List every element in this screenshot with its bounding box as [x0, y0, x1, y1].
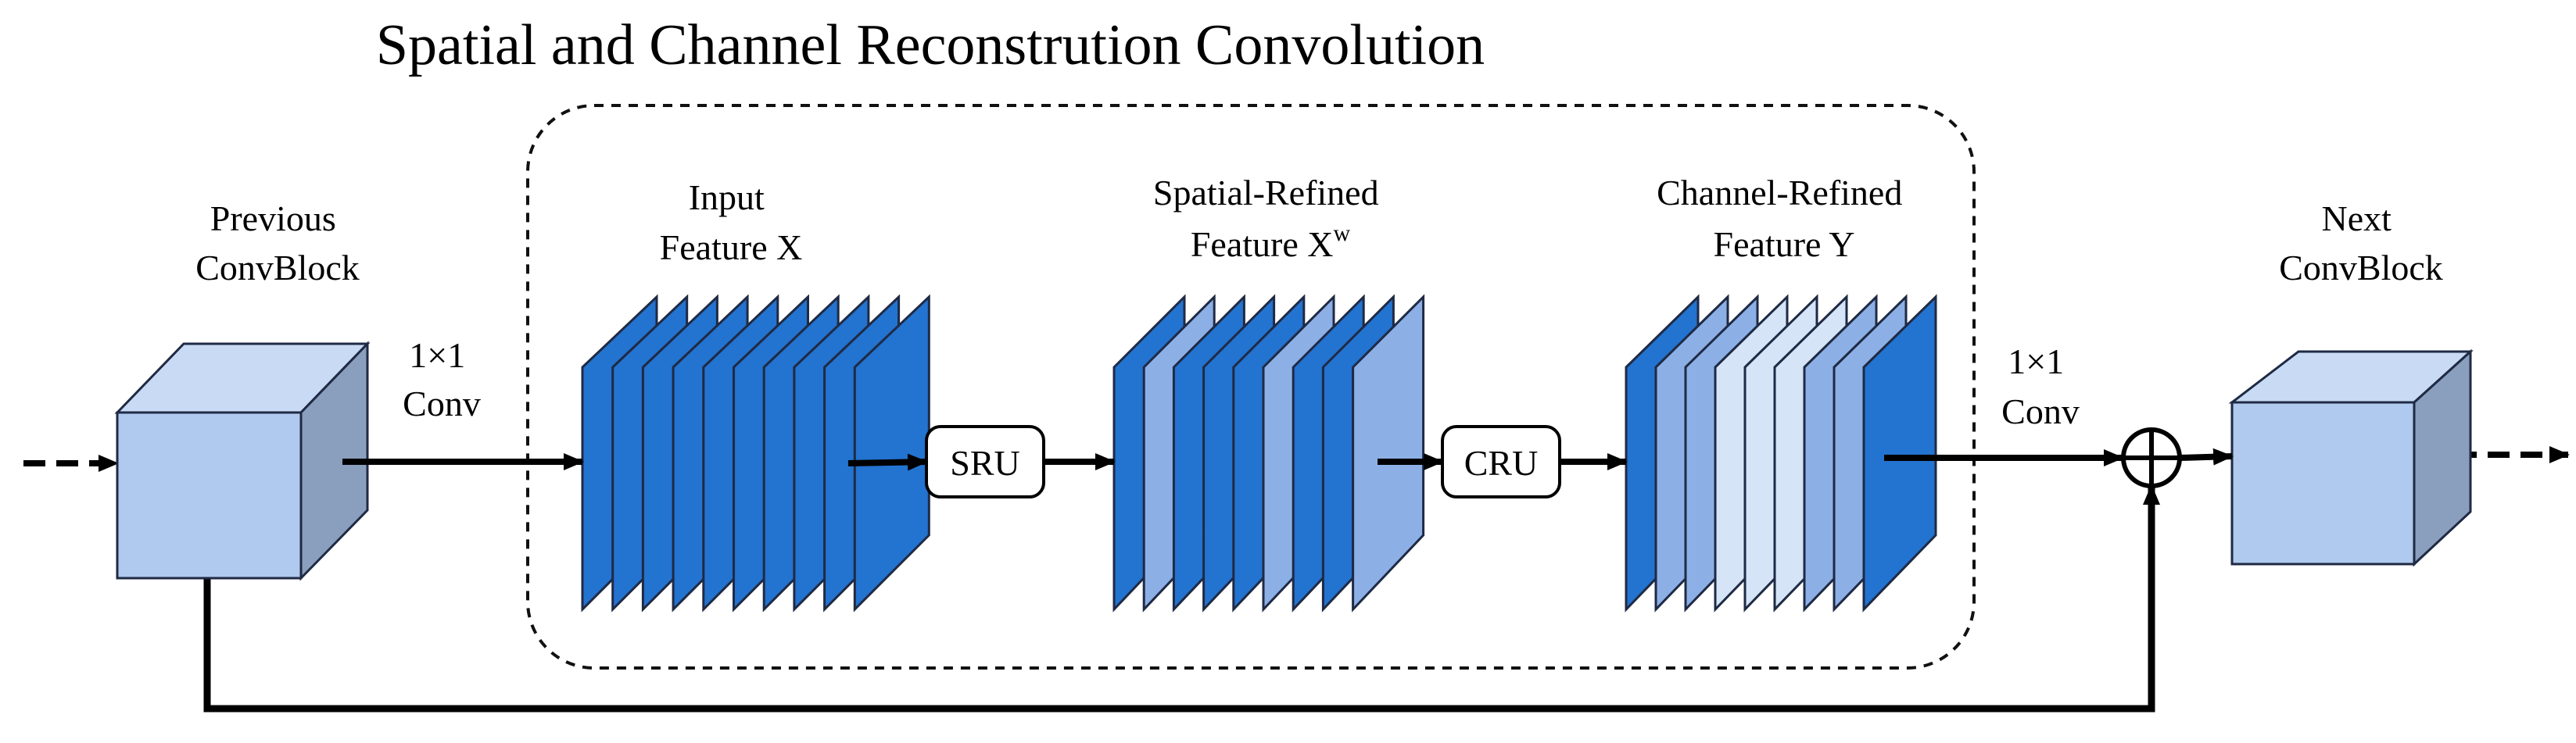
spatial-refined-feature-stack: [1112, 294, 1425, 613]
previous-convblock-label: Previous ConvBlock: [195, 198, 360, 288]
conv-out-label: 1×1 Conv: [2001, 341, 2080, 431]
channel-label-line2: Feature Y: [1714, 224, 1855, 264]
add-to-next-arrow: [2179, 448, 2234, 466]
input-label-line2: Feature X: [660, 227, 803, 267]
next-convblock-cube: [2228, 348, 2474, 567]
channel-refined-label: Channel-Refined Feature Y: [1657, 173, 1911, 264]
sru-label: SRU: [950, 443, 1019, 483]
spatial-label-line1: Spatial-Refined: [1153, 173, 1379, 213]
spatial-label-line2: Feature Xw: [1191, 220, 1351, 264]
input-feature-label: Input Feature X: [660, 177, 803, 267]
next-convblock-label: Next ConvBlock: [2279, 198, 2443, 288]
cru-box: [1441, 425, 1561, 498]
diagram-title: Spatial and Channel Reconstrution Convol…: [376, 13, 1485, 77]
feature-map-sheet: [1862, 294, 1937, 613]
conv-in-line2: Conv: [403, 384, 481, 423]
channel-label-line1: Channel-Refined: [1657, 173, 1902, 213]
previous-convblock-cube: [114, 341, 371, 581]
input-feature-stack: [581, 294, 930, 613]
elementwise-add-icon: [2121, 427, 2182, 488]
cube-front-face: [116, 411, 303, 580]
conv-in-line1: 1×1: [409, 335, 465, 375]
channel-refined-feature-stack: [1625, 294, 1937, 613]
spatial-refined-label: Spatial-Refined Feature Xw: [1153, 173, 1388, 264]
conv-in-label: 1×1 Conv: [403, 335, 481, 423]
next-label-line2: ConvBlock: [2279, 248, 2443, 288]
previous-label-line2: ConvBlock: [195, 248, 360, 288]
previous-label-line1: Previous: [210, 198, 336, 238]
feature-map-sheet: [1352, 294, 1425, 613]
conv-out-line2: Conv: [2001, 391, 2080, 431]
feature-map-sheet: [853, 294, 930, 613]
spatial-label-superscript: w: [1333, 220, 1350, 246]
next-label-line1: Next: [2322, 198, 2392, 238]
to-sru-arrow: [847, 453, 928, 471]
scconv-module-boundary: [526, 104, 1976, 670]
cru-label: CRU: [1464, 443, 1539, 483]
sru-box: [925, 425, 1045, 498]
spatial-label-main: Feature X: [1191, 224, 1334, 264]
conv-out-line1: 1×1: [2008, 341, 2064, 381]
cube-front-face: [2230, 401, 2416, 566]
skip-connection: [203, 484, 2160, 713]
input-label-line1: Input: [689, 177, 765, 217]
